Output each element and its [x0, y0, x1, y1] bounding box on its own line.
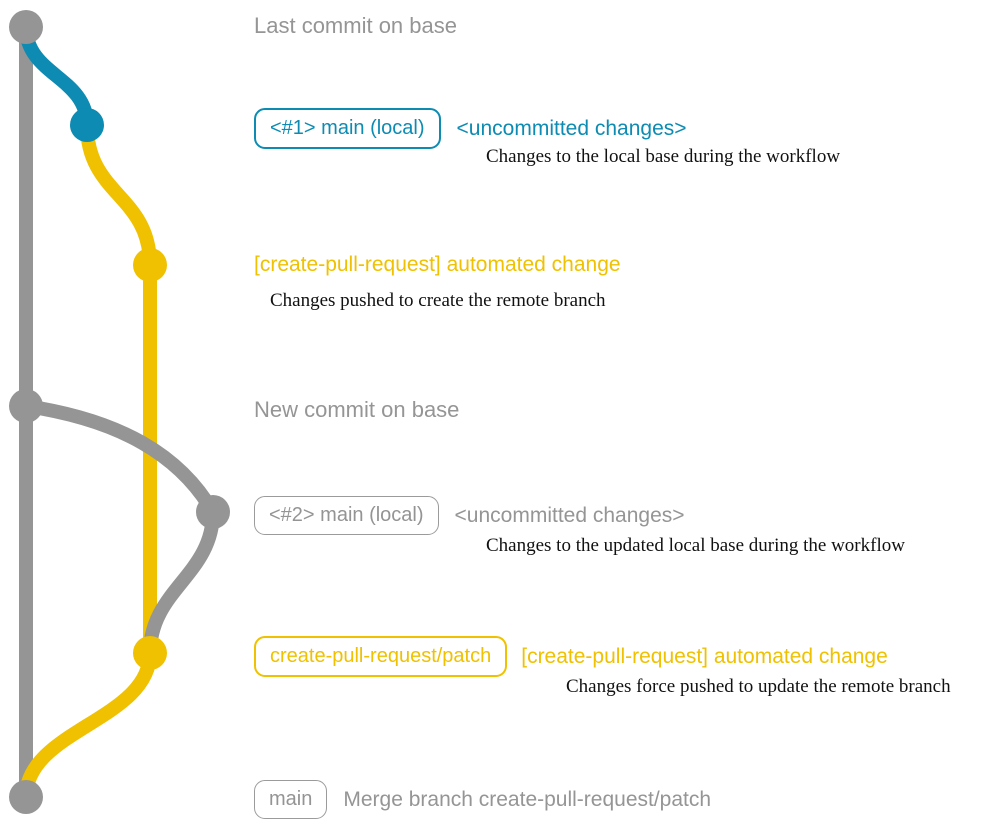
commit-subject-local-2: <uncommitted changes> — [454, 504, 685, 527]
ref-badge-local-1[interactable]: <#1> main (local) — [254, 108, 441, 149]
commit-subject-remote-1: [create-pull-request] automated change — [254, 253, 621, 276]
commit-node-last-on-base[interactable] — [9, 10, 43, 44]
commit-subject-local-1: <uncommitted changes> — [456, 117, 687, 140]
edge-local-branch-2 — [19, 399, 220, 519]
edge-remote-branch-1 — [80, 118, 157, 272]
ref-badge-local-2[interactable]: <#2> main (local) — [254, 496, 439, 535]
commit-subject-merge: Merge branch create-pull-request/patch — [343, 788, 712, 811]
row-local-commit-2: <#2> main (local) <uncommitted changes> — [254, 496, 685, 535]
commit-node-merge[interactable] — [9, 780, 43, 814]
commit-note-local-1: Changes to the local base during the wor… — [486, 146, 841, 167]
ref-badge-main[interactable]: main — [254, 780, 328, 819]
commit-node-remote-2[interactable] — [133, 636, 167, 670]
commit-note-local-2: Changes to the updated local base during… — [486, 535, 905, 556]
commit-note-remote-1: Changes pushed to create the remote bran… — [270, 290, 606, 311]
row-remote-commit-2: create-pull-request/patch [create-pull-r… — [254, 636, 888, 677]
commit-subject-remote-2: [create-pull-request] automated change — [521, 645, 888, 668]
commit-node-new-on-base[interactable] — [9, 389, 43, 423]
row-remote-commit-1: [create-pull-request] automated change — [254, 254, 621, 275]
commit-node-remote-1[interactable] — [133, 248, 167, 282]
edge-remote-merge — [19, 646, 157, 804]
edge-local-2-to-remote-2 — [143, 505, 220, 660]
commit-node-local-1[interactable] — [70, 108, 104, 142]
edge-local-branch-1 — [19, 20, 94, 132]
ref-badge-remote-2[interactable]: create-pull-request/patch — [254, 636, 508, 677]
heading-new-commit-on-base: New commit on base — [254, 397, 460, 422]
row-local-commit-1: <#1> main (local) <uncommitted changes> — [254, 108, 687, 149]
heading-last-commit-on-base: Last commit on base — [254, 13, 457, 38]
row-merge-commit: main Merge branch create-pull-request/pa… — [254, 780, 711, 819]
commit-note-remote-2: Changes force pushed to update the remot… — [566, 676, 951, 697]
commit-node-local-2[interactable] — [196, 495, 230, 529]
